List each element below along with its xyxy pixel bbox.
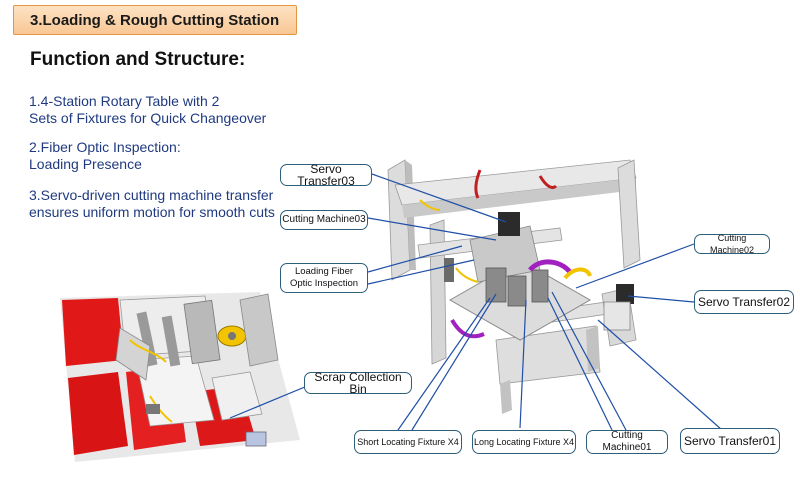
leader-lines [229,173,723,431]
section-heading: Function and Structure: [30,49,246,70]
feature-fiber-inspection: 2.Fiber Optic Inspection: Loading Presen… [29,139,181,173]
feature-line: 3.Servo-driven cutting machine transfer [29,187,274,203]
callout-cutting-machine03: Cutting Machine03 [280,210,368,230]
rotary-table [419,169,634,341]
callout-scrap-collection-bin: Scrap Collection Bin [304,371,412,395]
feature-line: ensures uniform motion for smooth cuts [29,204,275,220]
callout-cutting-machine02: Cutting Machine02 [694,233,770,255]
callout-line: Loading Fiber [294,266,354,277]
callout-servo-transfer01: Servo Transfer01 [680,428,780,454]
feature-servo-transfer: 3.Servo-driven cutting machine transfer … [29,187,275,221]
feature-rotary-table: 1.4-Station Rotary Table with 2 Sets of … [29,93,266,127]
callout-servo-transfer02: Servo Transfer02 [694,290,794,314]
station-title: 3.Loading & Rough Cutting Station [30,12,280,29]
feature-line: 2.Fiber Optic Inspection: [29,139,181,155]
title-banner: 3.Loading & Rough Cutting Station [13,5,297,35]
feature-line: Sets of Fixtures for Quick Changeover [29,110,267,126]
callout-line: Optic Inspection [289,278,359,289]
callout-short-locating-fixture: Short Locating Fixture X4 [354,430,462,454]
feature-line: Loading Presence [29,156,142,172]
detail-inset [60,292,300,462]
feature-line: 1.4-Station Rotary Table with 2 [29,93,220,109]
callout-cutting-machine01: Cutting Machine01 [586,430,668,454]
callout-long-locating-fixture: Long Locating Fixture X4 [472,430,576,454]
callout-loading-fiber-optic: Loading Fiber Optic Inspection [280,263,368,293]
callout-servo-transfer03: Servo Transfer03 [280,163,372,187]
